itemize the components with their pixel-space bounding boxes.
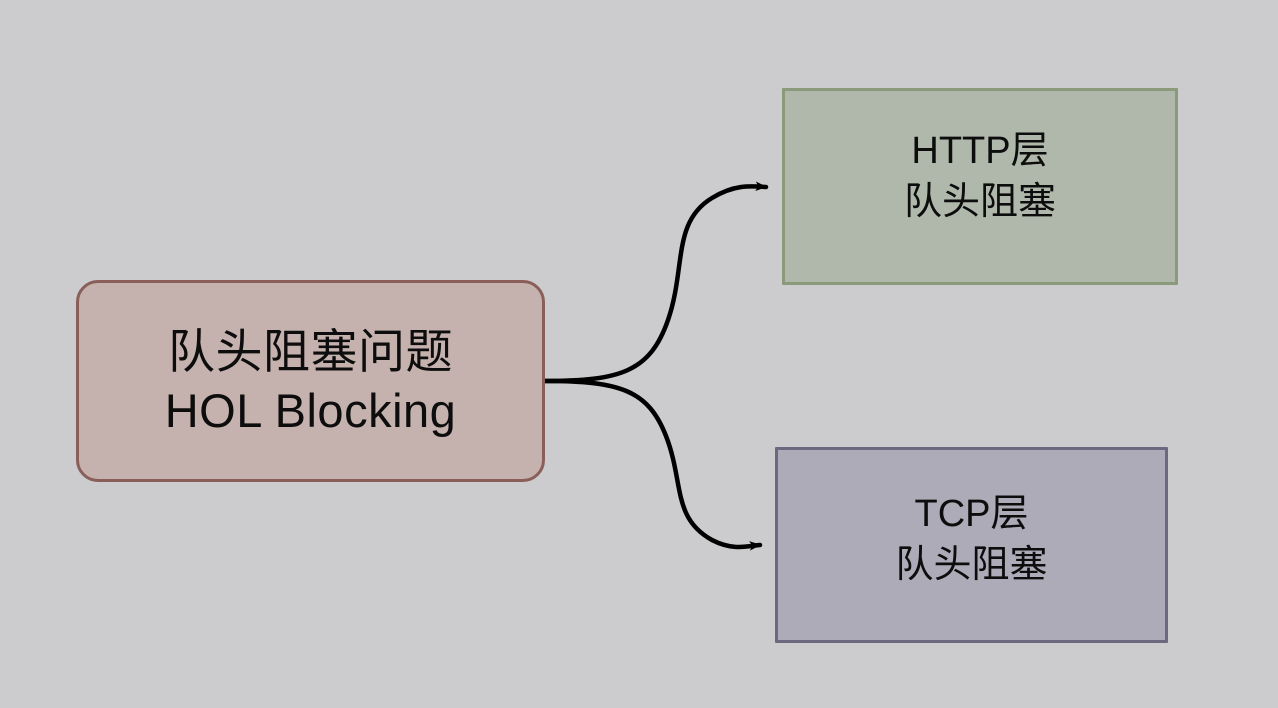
node-tcp-layer-hol-line-2: 队头阻塞 — [895, 543, 1048, 586]
node-tcp-layer-hol[interactable]: TCP层 队头阻塞 — [775, 447, 1168, 643]
node-http-layer-hol-line-1: HTTP层 — [911, 130, 1049, 172]
node-hol-blocking-line-2: HOL Blocking — [164, 384, 457, 437]
node-tcp-layer-hol-line-1: TCP层 — [914, 493, 1029, 535]
node-hol-blocking-line-1: 队头阻塞问题 — [168, 324, 453, 378]
edge-root-to-http — [542, 181, 769, 384]
edge-root-to-tcp — [542, 378, 763, 551]
node-http-layer-hol-line-2: 队头阻塞 — [903, 180, 1056, 223]
node-hol-blocking[interactable]: 队头阻塞问题 HOL Blocking — [76, 280, 545, 482]
node-http-layer-hol[interactable]: HTTP层 队头阻塞 — [782, 88, 1178, 285]
